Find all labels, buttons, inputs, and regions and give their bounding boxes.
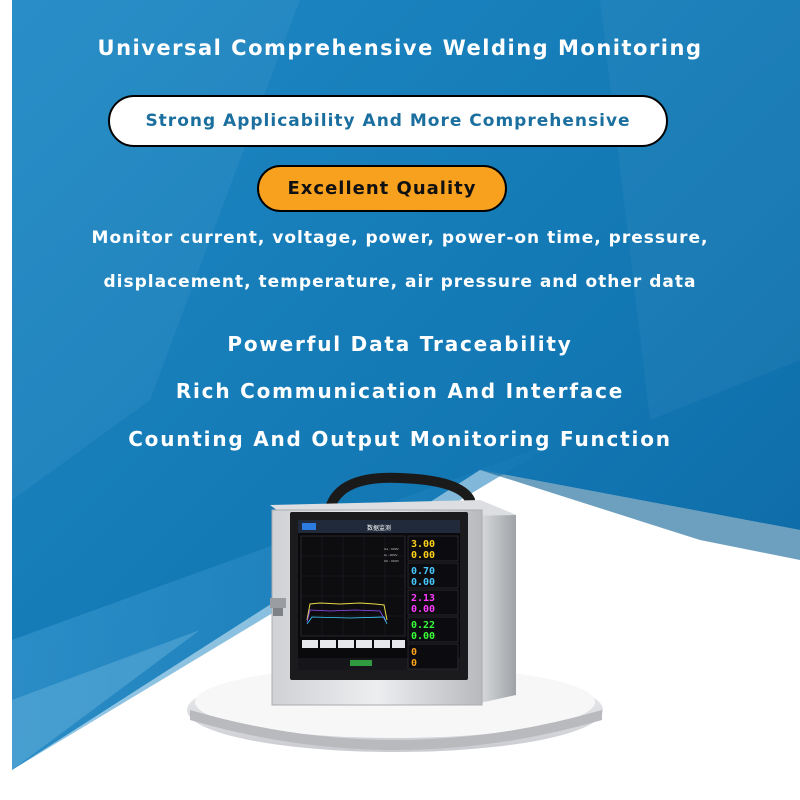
svg-text:Ua : 000V: Ua : 000V — [384, 547, 400, 551]
description-line-2: displacement, temperature, air pressure … — [103, 272, 697, 292]
readout-subvalue-1: 0.00 — [411, 577, 435, 588]
readout-subvalue-4: 0 — [411, 658, 417, 669]
svg-text:Ub : 000V: Ub : 000V — [384, 559, 400, 563]
screen-button-row — [302, 640, 405, 648]
readout-box-0 — [407, 535, 459, 562]
screen-header-title: 数据监测 — [367, 524, 391, 532]
feature-communication: Rich Communication And Interface — [175, 379, 625, 403]
welding-monitor-device: 数据监测 Ua : 000V Ia : 000V Ub : 000V — [187, 472, 603, 752]
description-line-1: Monitor current, voltage, power, power-o… — [91, 228, 709, 248]
carry-handle — [325, 472, 475, 513]
feature-counting: Counting And Output Monitoring Function — [128, 427, 672, 451]
readout-subvalue-2: 0.00 — [411, 604, 435, 615]
readout-box-1 — [407, 562, 459, 589]
feature-traceability: Powerful Data Traceability — [227, 332, 573, 356]
readout-box-4 — [407, 643, 459, 670]
readout-value-1: 0.70 — [411, 566, 435, 577]
applicability-badge: Strong Applicability And More Comprehens… — [108, 95, 668, 147]
readout-value-4: 0 — [411, 647, 417, 658]
readout-value-3: 0.22 — [411, 620, 435, 631]
quality-badge: Excellent Quality — [257, 165, 507, 212]
readout-subvalue-3: 0.00 — [411, 631, 435, 642]
screen-graph — [300, 535, 406, 637]
readout-value-0: 3.00 — [411, 539, 435, 550]
quality-badge-label: Excellent Quality — [287, 178, 477, 199]
poster-title: Universal Comprehensive Welding Monitori… — [97, 36, 703, 60]
readout-box-2 — [407, 589, 459, 616]
readout-box-3 — [407, 616, 459, 643]
svg-text:Ia : 000V: Ia : 000V — [384, 553, 398, 557]
readout-value-2: 2.13 — [411, 593, 435, 604]
applicability-badge-label: Strong Applicability And More Comprehens… — [145, 111, 631, 131]
readout-subvalue-0: 0.00 — [411, 550, 435, 561]
